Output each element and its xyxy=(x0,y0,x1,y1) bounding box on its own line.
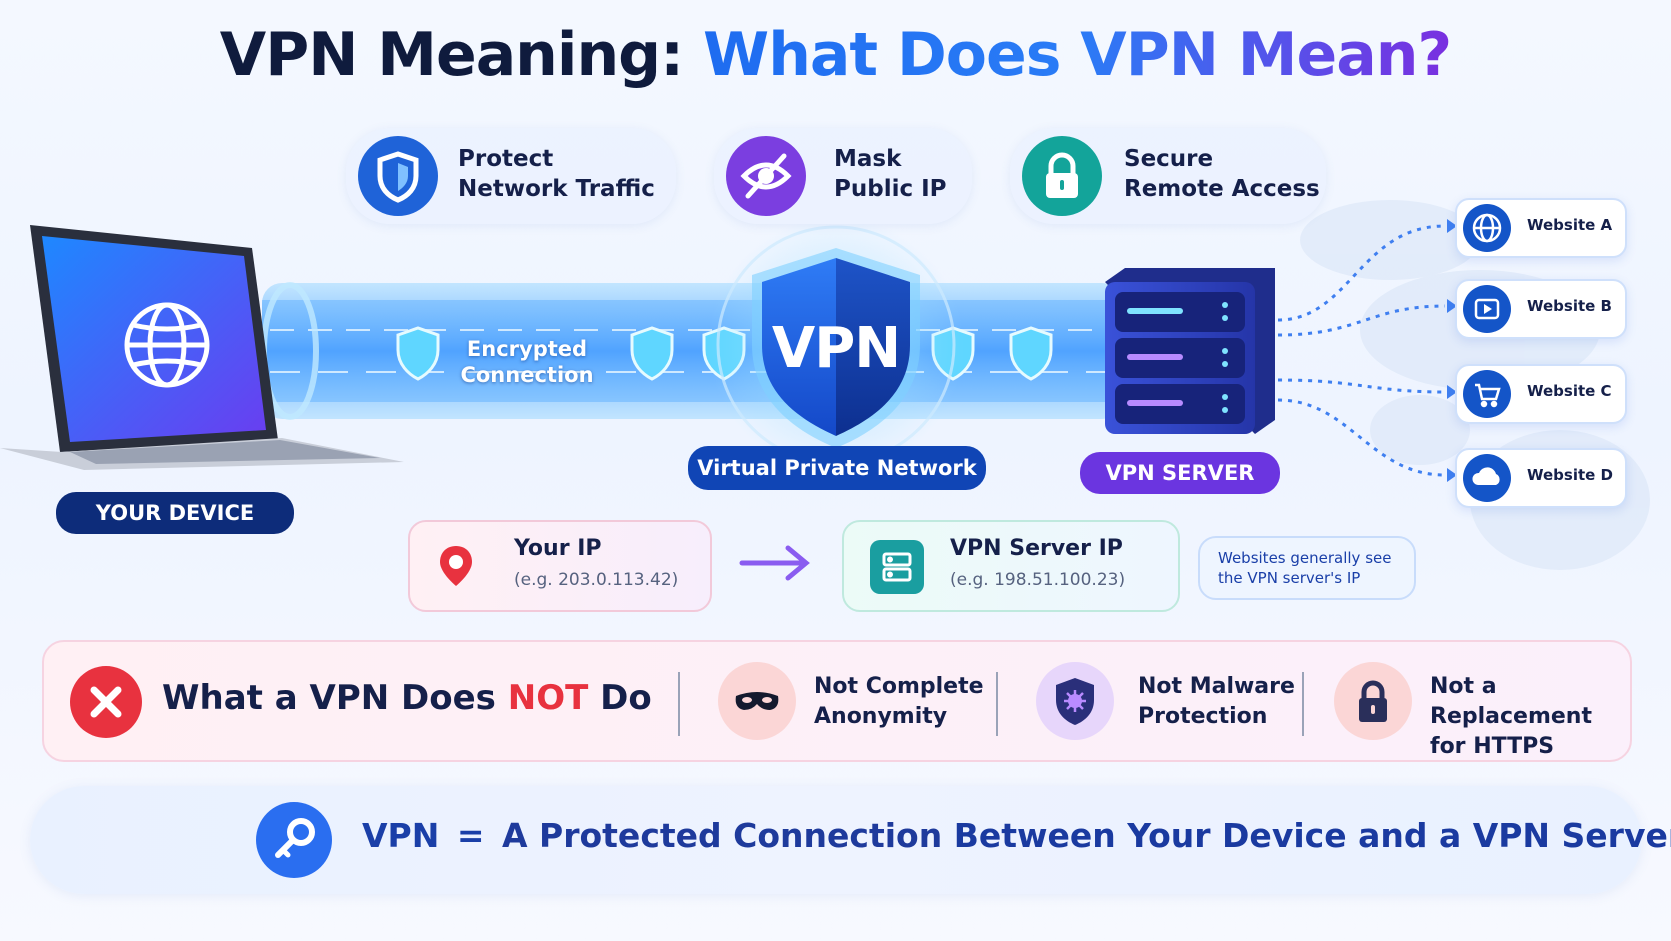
formula-rhs-highlight: A Protected Connection xyxy=(502,816,943,855)
vpn-server-ip-box: VPN Server IP (e.g. 198.51.100.23) xyxy=(842,520,1180,612)
cart-icon xyxy=(1463,370,1511,418)
not-do-heading: What a VPN Does NOT Do xyxy=(162,678,652,718)
your-ip-title: Your IP xyxy=(514,536,602,561)
your-ip-example: (e.g. 203.0.113.42) xyxy=(514,570,679,590)
feature-mask-ip: Mask Public IP xyxy=(714,128,972,224)
feature-secure-access: Secure Remote Access xyxy=(1010,128,1326,224)
feature-label: Secure Remote Access xyxy=(1124,146,1320,202)
divider xyxy=(1302,672,1304,736)
your-ip-box: Your IP (e.g. 203.0.113.42) xyxy=(408,520,712,612)
cloud-icon xyxy=(1463,454,1511,502)
website-label: Website A xyxy=(1527,216,1613,234)
vpn-formula: VPN = A Protected Connection Between You… xyxy=(362,816,1671,855)
x-icon xyxy=(70,666,142,738)
title-part-2: What Does VPN Mean? xyxy=(703,20,1452,90)
lock-icon xyxy=(1022,136,1102,216)
encrypted-tunnel xyxy=(261,282,1122,420)
your-device-badge: YOUR DEVICE xyxy=(56,492,294,534)
not-do-heading-pre: What a VPN Does xyxy=(162,678,508,718)
eye-slash-icon xyxy=(726,136,806,216)
lock-icon xyxy=(1334,662,1412,740)
server-icon xyxy=(870,540,924,594)
website-label: Website C xyxy=(1527,382,1612,400)
title-part-1: VPN Meaning: xyxy=(219,20,684,90)
tunnel-label: Encrypted Connection xyxy=(460,337,594,387)
formula-lhs: VPN xyxy=(362,816,440,855)
feature-label: Mask Public IP xyxy=(834,146,947,202)
website-c: Website C xyxy=(1455,364,1627,424)
play-icon xyxy=(1463,285,1511,333)
divider xyxy=(678,672,680,736)
virtual-private-network-badge: Virtual Private Network xyxy=(688,446,986,490)
not-do-heading-not: NOT xyxy=(507,678,589,718)
formula-equals: = xyxy=(456,816,485,855)
mask-icon xyxy=(718,662,796,740)
not-item-label: Not a Replacement for HTTPS xyxy=(1430,674,1592,759)
vpn-server-ip-title: VPN Server IP xyxy=(950,536,1123,561)
vpn-shield-text: VPN xyxy=(771,316,901,381)
formula-rhs-rest: Between Your Device and a VPN Server xyxy=(942,816,1671,855)
page-title: VPN Meaning: What Does VPN Mean? xyxy=(0,20,1671,90)
globe-icon xyxy=(124,302,210,388)
shield-icon xyxy=(358,136,438,216)
website-b: Website B xyxy=(1455,279,1627,339)
key-icon xyxy=(256,802,332,878)
website-label: Website D xyxy=(1527,466,1614,484)
virus-shield-icon xyxy=(1036,662,1114,740)
feature-protect-traffic: Protect Network Traffic xyxy=(346,128,676,224)
note-text: Websites generally see the VPN server's … xyxy=(1218,549,1392,587)
not-do-heading-post: Do xyxy=(588,678,652,718)
website-d: Website D xyxy=(1455,448,1627,508)
laptop-device xyxy=(0,225,404,470)
ip-arrow xyxy=(739,545,810,581)
vpn-formula-bar: VPN = A Protected Connection Between You… xyxy=(30,786,1671,894)
connector-arrowheads xyxy=(1447,219,1457,482)
vpn-shield-icon xyxy=(752,248,920,448)
not-item-label: Not Malware Protection xyxy=(1138,674,1295,729)
website-a: Website A xyxy=(1455,198,1627,258)
globe-icon xyxy=(1463,204,1511,252)
not-item-label: Not Complete Anonymity xyxy=(814,674,984,729)
vpn-server-badge: VPN SERVER xyxy=(1080,452,1280,494)
websites-see-note: Websites generally see the VPN server's … xyxy=(1198,536,1416,600)
website-label: Website B xyxy=(1527,297,1612,315)
divider xyxy=(996,672,998,736)
vpn-server-ip-example: (e.g. 198.51.100.23) xyxy=(950,570,1126,590)
vpn-not-do-section: What a VPN Does NOT Do Not Complete Anon… xyxy=(42,640,1632,762)
website-connectors xyxy=(1277,224,1446,477)
feature-label: Protect Network Traffic xyxy=(458,146,655,202)
server-icon xyxy=(1105,268,1275,434)
location-pin-icon xyxy=(430,540,482,592)
